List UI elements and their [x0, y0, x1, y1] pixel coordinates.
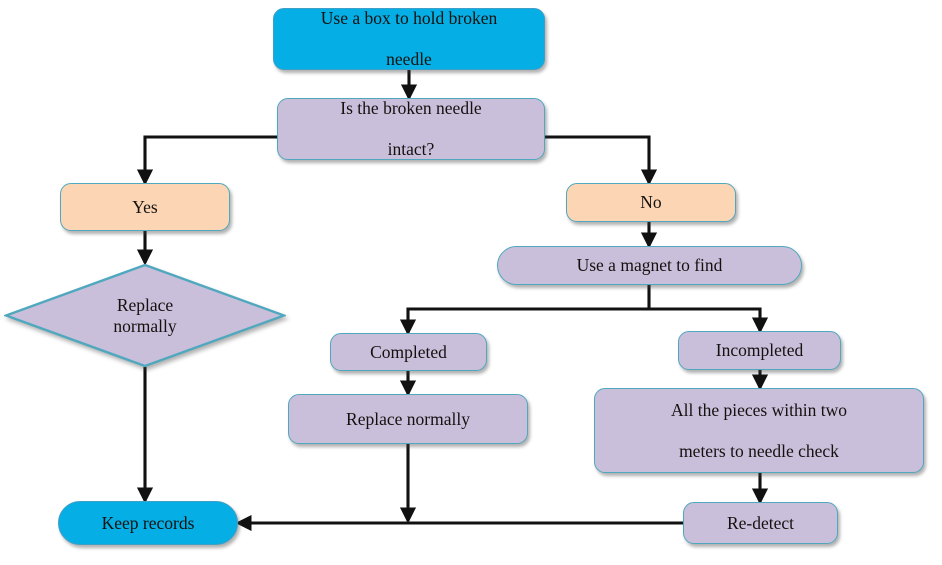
edge-decision-to-no [545, 135, 658, 186]
node-start[interactable]: Use a box to hold broken needle [273, 8, 545, 70]
node-replace-normally-label: Replace normally [346, 408, 470, 429]
node-pieces-check-line1: All the pieces within two [671, 399, 847, 420]
node-replace-diamond-line2: normally [113, 315, 177, 336]
node-redetect[interactable]: Re-detect [683, 502, 838, 544]
node-decision-line2: intact? [387, 139, 435, 160]
node-keep-records-label: Keep records [101, 512, 195, 533]
node-no-label: No [640, 192, 662, 213]
node-decision[interactable]: Is the broken needle intact? [277, 98, 545, 160]
edge-magnet-to-incompleted [649, 307, 769, 334]
node-start-line1: Use a box to hold broken [320, 8, 498, 29]
node-no[interactable]: No [566, 183, 736, 222]
node-magnet[interactable]: Use a magnet to find [497, 246, 802, 285]
node-pieces-check[interactable]: All the pieces within two meters to needl… [594, 388, 924, 473]
edge-magnet-to-completed [399, 307, 649, 336]
node-decision-line1: Is the broken needle [340, 98, 482, 119]
node-yes-label: Yes [132, 196, 158, 217]
node-replace-diamond-line1: Replace [116, 294, 174, 315]
node-keep-records[interactable]: Keep records [58, 501, 238, 545]
node-magnet-label: Use a magnet to find [576, 255, 723, 276]
edge-decision-to-yes [136, 135, 277, 186]
node-redetect-label: Re-detect [726, 512, 795, 533]
node-replace-normally[interactable]: Replace normally [288, 394, 528, 444]
node-replace-diamond[interactable]: Replace normally [4, 263, 286, 368]
diamond-shape [4, 263, 286, 368]
node-yes[interactable]: Yes [60, 183, 230, 231]
node-incompleted[interactable]: Incompleted [678, 331, 841, 370]
node-completed-label: Completed [370, 341, 447, 362]
node-start-line2: needle [386, 49, 432, 70]
node-pieces-check-line2: meters to needle check [679, 440, 839, 461]
node-completed[interactable]: Completed [330, 333, 487, 371]
node-incompleted-label: Incompleted [715, 340, 804, 361]
